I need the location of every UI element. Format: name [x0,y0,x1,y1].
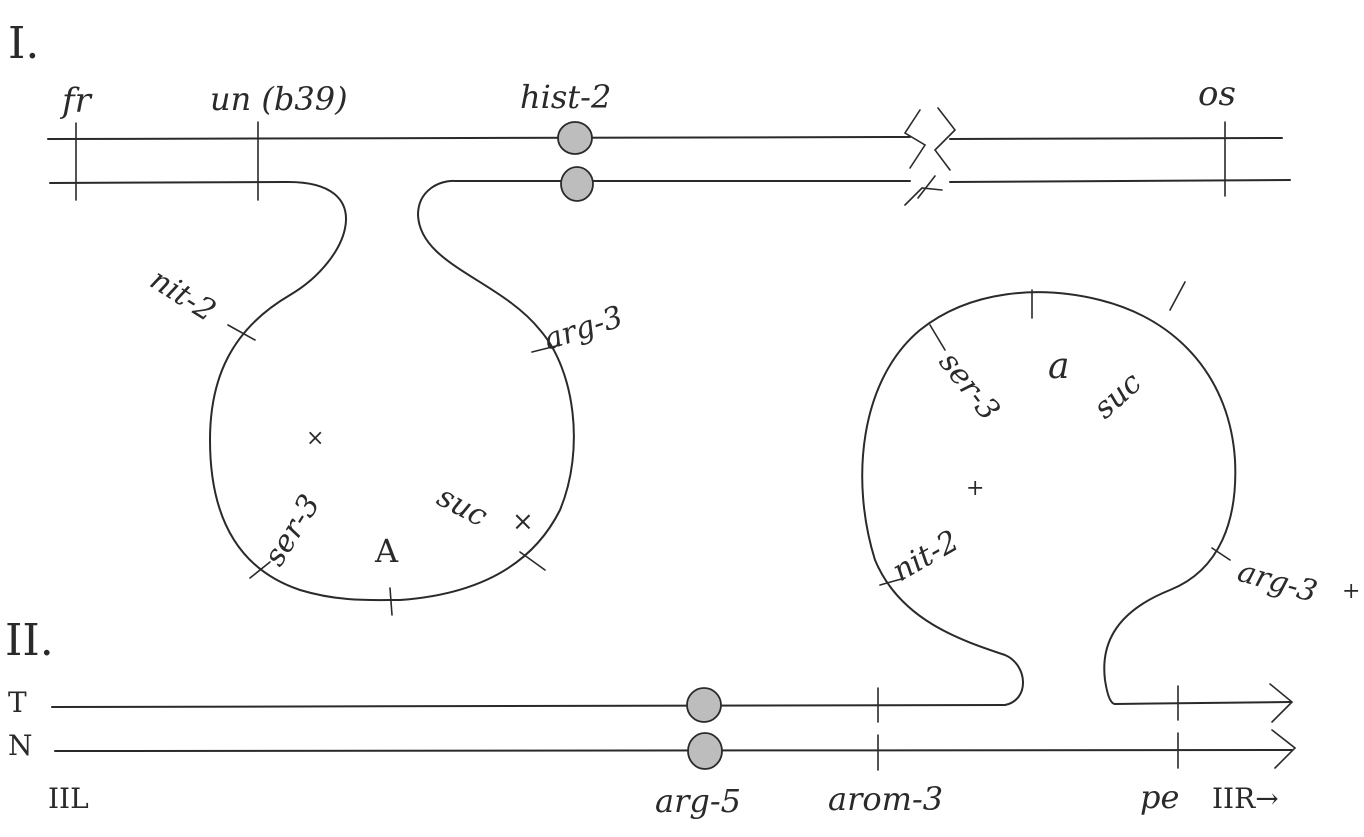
label-pe: pe [1140,778,1179,816]
label-hist-2: hist-2 [520,78,611,116]
panel-2-loop-ticks [879,281,1231,586]
label-os: os [1198,74,1236,114]
label-arg-5: arg-5 [655,782,741,820]
panel-2-centromere-T [686,687,722,723]
panel-1-strand-a-left [47,136,911,140]
label-IIR: IIR→ [1212,782,1279,815]
strand-label-N: N [8,729,33,762]
panel-1-break-mark [903,107,957,206]
plus-mark-1: + [966,476,984,501]
label-ser-3-loop2: ser-3 [932,345,1007,427]
label-suc-loop1: suc [431,479,493,534]
label-A: A [374,532,399,570]
panel-2-ticks [877,685,1179,771]
panel-1-centromere-a [557,121,593,155]
label-IIL: IIL [48,782,89,815]
label-arg-3-loop1: arg-3 [540,299,628,357]
label-arom-3: arom-3 [828,780,943,818]
plus-mark-2: + [1342,579,1360,604]
panel-2-centromere-N [687,732,723,770]
panel-2-arrow-T [1269,683,1294,723]
panel-1-ticks [75,121,1226,201]
panel-1-loop [209,179,575,602]
crossover-mark-1: × [306,426,324,451]
panel-1-loop-ticks [227,324,561,616]
panel-1-strand-b-right [949,179,1291,183]
label-nit-2-loop1: nit-2 [144,262,222,329]
panel-2-loop [861,291,1237,706]
panel-2-strand-T-left [51,704,1006,708]
panel-2-strand-N [54,749,1293,752]
label-suc-loop2: suc [1087,365,1149,426]
panel-1-label: I. [8,18,39,69]
panel-2-strand-T-right [1114,701,1291,705]
label-un-b39: un (b39) [210,80,348,118]
panel-1-strand-a-right [949,137,1283,140]
panel-1-centromere-b [560,166,594,202]
panel-2-arrow-N [1271,729,1297,769]
label-a: a [1048,346,1069,387]
panel-2-label: II. [5,615,54,666]
crossover-mark-2: × [512,507,534,537]
label-nit-2-loop2: nit-2 [887,524,965,589]
label-fr: fr [59,81,93,121]
label-ser-3-loop1: ser-3 [257,489,327,573]
panel-1-strand-b-left [49,181,286,184]
label-arg-3-loop2: arg-3 [1234,554,1321,610]
strand-label-T: T [8,686,27,719]
